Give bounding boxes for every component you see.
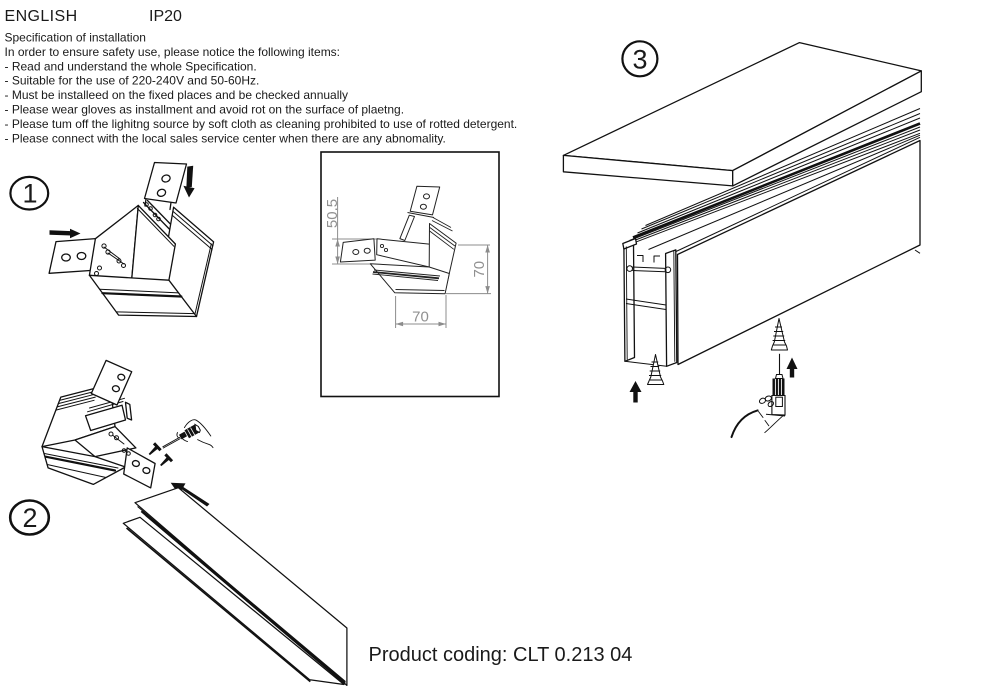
svg-text:- Suitable for the use of 220-: - Suitable for the use of 220-240V and 5… <box>5 74 260 88</box>
svg-text:In order to ensure safety use,: In order to ensure safety use, please no… <box>5 45 341 59</box>
svg-text:ENGLISH: ENGLISH <box>5 8 78 25</box>
svg-text:- Must be installeed on the fi: - Must be installeed on the fixed places… <box>5 88 349 102</box>
svg-text:3: 3 <box>632 45 647 75</box>
svg-text:- Please tum off the lighitng: - Please tum off the lighitng source by … <box>5 117 518 131</box>
svg-text:2: 2 <box>22 503 37 533</box>
svg-text:- Read and understand the whol: - Read and understand the whole Specific… <box>5 59 257 73</box>
svg-text:- Please connect with the loca: - Please connect with the local sales se… <box>5 131 446 145</box>
svg-text:1: 1 <box>22 179 37 209</box>
svg-text:Specification of installation: Specification of installation <box>5 31 146 45</box>
svg-text:50.5: 50.5 <box>324 199 341 228</box>
svg-text:- Please wear gloves as instal: - Please wear gloves as installment and … <box>5 103 405 117</box>
svg-text:70: 70 <box>412 309 429 326</box>
svg-text:IP20: IP20 <box>149 8 182 25</box>
svg-text:Product coding: CLT 0.213 04: Product coding: CLT 0.213 04 <box>369 644 633 666</box>
svg-text:70: 70 <box>471 261 488 278</box>
